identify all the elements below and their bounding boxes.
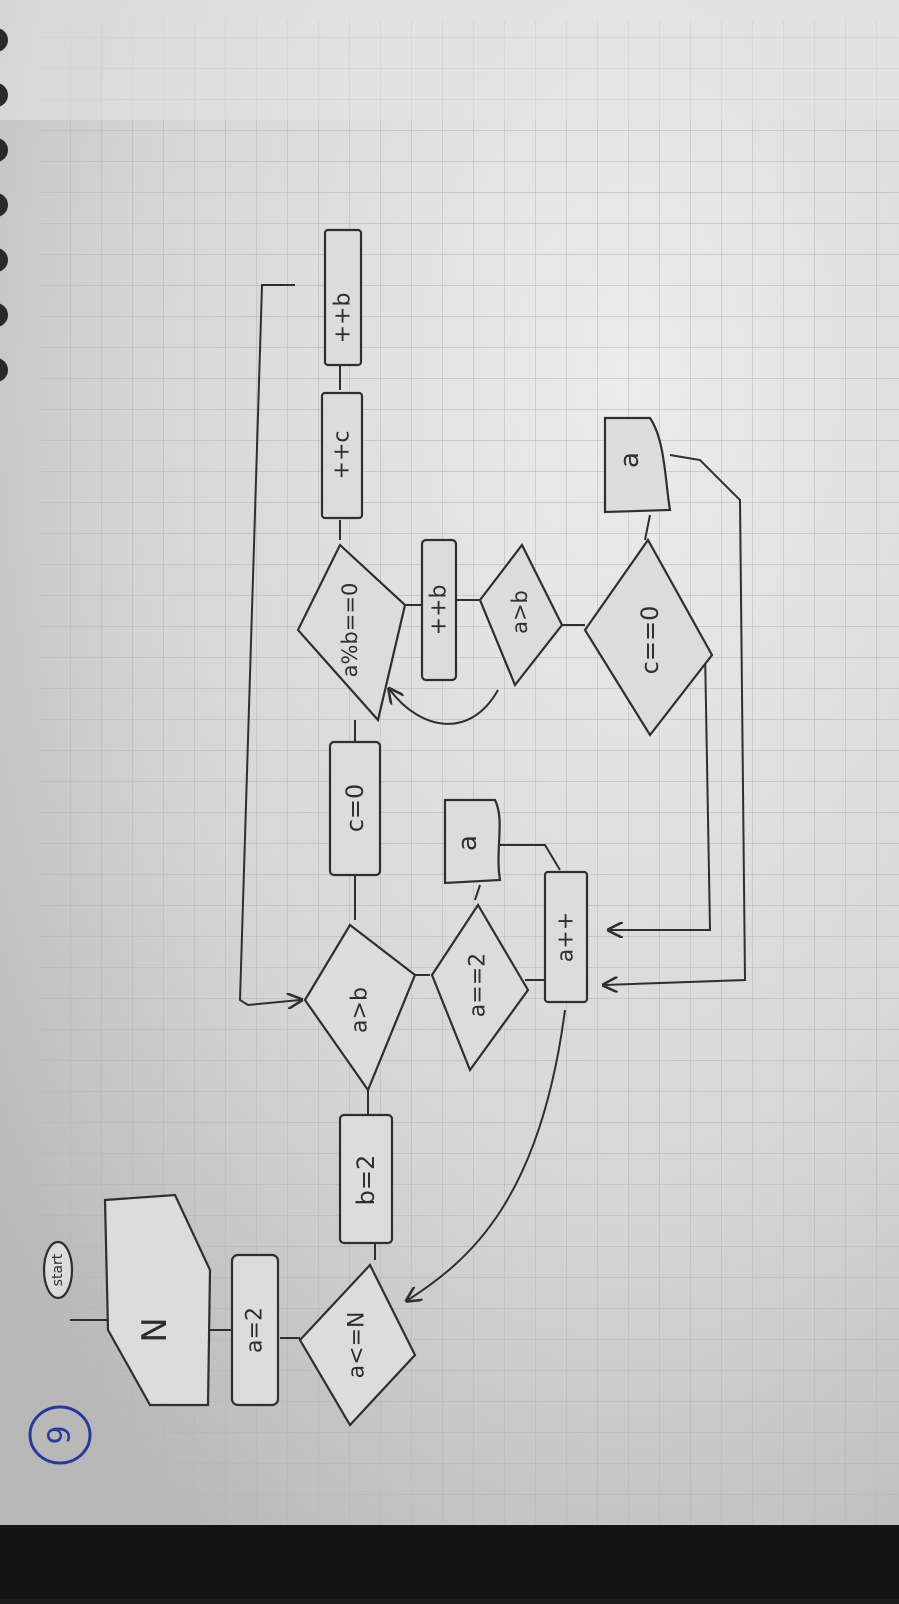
inc-b-right-node: ++b bbox=[323, 228, 363, 367]
start-terminal: start bbox=[42, 1240, 74, 1300]
inc-b-mid-node: ++b bbox=[420, 538, 458, 682]
input-n-node: N bbox=[103, 1193, 212, 1407]
inc-c-node: ++c bbox=[320, 391, 364, 520]
inc-c-label: ++c bbox=[330, 431, 355, 480]
assign-b-label: b=2 bbox=[352, 1155, 380, 1206]
output-a-top-node: a bbox=[443, 798, 502, 885]
desk-shadow bbox=[0, 1525, 899, 1599]
decision-a-le-n: a<=N bbox=[298, 1263, 417, 1427]
decision-a-eq-2: a==2 bbox=[430, 902, 530, 1073]
inc-b-mid-label: ++b bbox=[427, 585, 452, 636]
decision-c-eq-0: c==0 bbox=[583, 537, 714, 737]
output-a-top-label: a bbox=[453, 835, 483, 851]
start-label: start bbox=[50, 1253, 66, 1286]
inc-a-label: a++ bbox=[554, 912, 579, 962]
decision-mod-label: a%b==0 bbox=[338, 583, 362, 678]
decision-a-gt-b-second: a>b bbox=[478, 542, 564, 688]
decision-a-gt-b: a>b bbox=[303, 923, 417, 1093]
assign-a-label: a=2 bbox=[243, 1307, 268, 1353]
decision-a-gt-b-label: a>b bbox=[348, 987, 373, 1033]
decision-a-le-n-label: a<=N bbox=[345, 1312, 370, 1379]
inc-b-right-label: ++b bbox=[331, 293, 356, 344]
decision-c-eq-0-label: c==0 bbox=[636, 606, 664, 675]
assign-c-label: c=0 bbox=[341, 784, 369, 833]
page-number: 9 bbox=[43, 1425, 78, 1444]
page-header-band bbox=[0, 0, 899, 120]
output-a-bottom-node: a bbox=[603, 416, 672, 514]
decision-a-eq-2-label: a==2 bbox=[466, 953, 491, 1017]
input-n-label: N bbox=[135, 1317, 175, 1342]
assign-c-node: c=0 bbox=[328, 740, 382, 877]
assign-b-node: b=2 bbox=[338, 1113, 394, 1245]
ring-holes bbox=[0, 28, 8, 382]
output-a-bottom-label: a bbox=[615, 452, 645, 468]
inc-a-node: a++ bbox=[543, 870, 589, 1004]
decision-mod: a%b==0 bbox=[296, 543, 407, 723]
page-number-badge: 9 bbox=[28, 1405, 92, 1465]
assign-a-node: a=2 bbox=[230, 1253, 280, 1407]
decision-a-gt-b-second-label: a>b bbox=[508, 590, 532, 634]
